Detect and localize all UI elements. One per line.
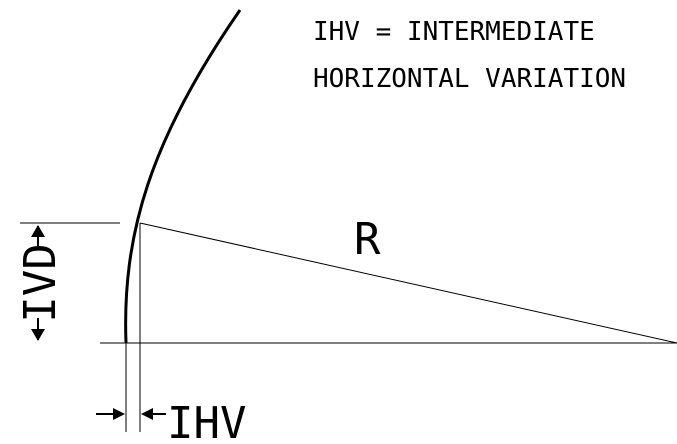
ivd-label: IVD: [15, 243, 66, 322]
ivd-dimension: [31, 225, 45, 341]
note-line-1: IHV = INTERMEDIATE: [313, 17, 595, 47]
ihv-arrow-left-pointing: [141, 408, 153, 420]
arc-curve: [124, 9, 242, 344]
radius-label: R: [354, 214, 381, 265]
ivd-arrow-down: [31, 329, 45, 341]
note-line-2: HORIZONTAL VARIATION: [313, 64, 626, 94]
radius-line: [139, 222, 677, 344]
ihv-dimension: [96, 408, 166, 420]
ihv-label: IHV: [167, 398, 246, 444]
ihv-arrow-right-pointing: [113, 408, 125, 420]
ivd-arrow-up: [31, 225, 45, 237]
